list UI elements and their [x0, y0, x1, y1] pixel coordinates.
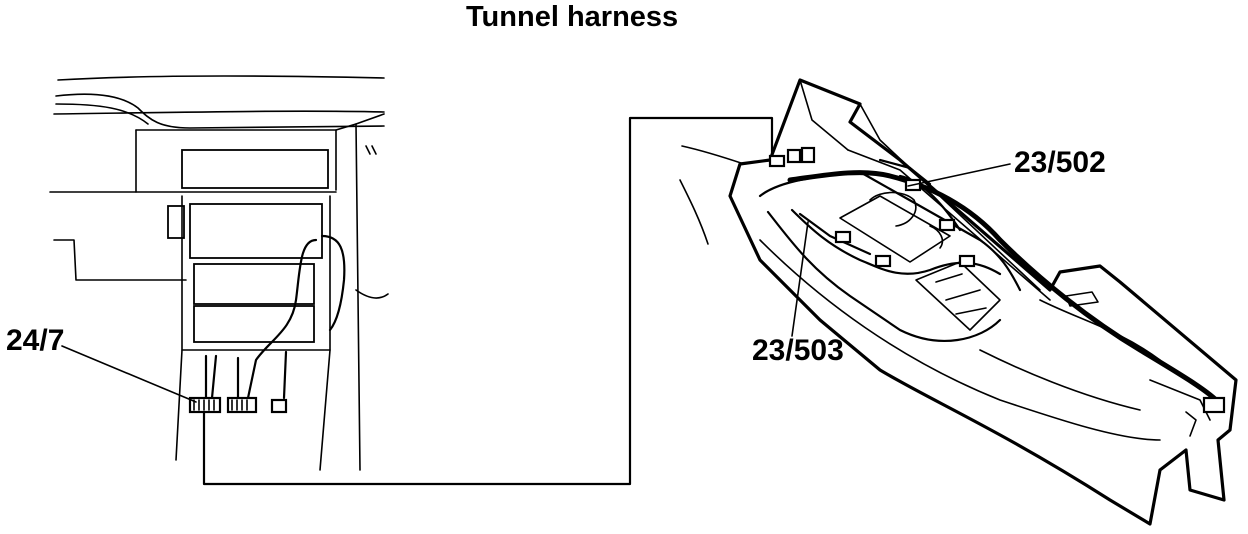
dashboard-upper-contour — [55, 93, 385, 129]
leader-line-24-7 — [61, 345, 197, 403]
front-connector-1 — [768, 154, 786, 168]
rear-connector-lead — [1185, 411, 1197, 437]
rear-connector — [1202, 396, 1226, 414]
dash-wire-4 — [210, 354, 218, 400]
dash-lower-left — [53, 239, 187, 281]
pillar-top — [355, 113, 385, 125]
console-lower-sweep — [759, 239, 1161, 441]
console-panel-3 — [193, 263, 315, 305]
dashboard-illustration — [49, 75, 389, 471]
harness-branch-4 — [878, 158, 932, 186]
dash-wire-6 — [282, 350, 288, 400]
dash-wire-1 — [246, 238, 318, 400]
floor-line-2 — [679, 179, 709, 245]
shift-area — [839, 195, 951, 263]
console-outline — [728, 78, 1238, 526]
console-panel-1 — [181, 149, 329, 189]
console-switch — [167, 205, 185, 239]
console-front-edge — [799, 79, 849, 151]
pillar-curve — [355, 289, 389, 299]
front-connector-2 — [786, 148, 802, 164]
dash-wire-2 — [320, 234, 346, 332]
console-tray-lower — [766, 210, 1002, 342]
pillar-marks — [365, 145, 377, 155]
center-console-illustration — [679, 78, 1238, 526]
shift-detail — [929, 225, 944, 249]
connector-dash-2-pins — [231, 399, 248, 411]
harness-branch-2 — [798, 212, 872, 256]
connector-dash-3 — [270, 398, 288, 414]
connector-23-503 — [834, 230, 852, 244]
leader-line-23-502 — [907, 163, 1011, 187]
dashboard-contour-2 — [55, 103, 149, 125]
tunnel-harness-route — [202, 116, 774, 486]
tunnel-hatch — [935, 273, 987, 315]
floor-line-1 — [681, 145, 745, 165]
dashboard-contour-3 — [53, 110, 385, 115]
callout-label-24-7: 24/7 — [6, 324, 65, 357]
console-panel-4 — [193, 305, 315, 343]
console-right-edge — [335, 123, 361, 471]
callout-label-23-502: 23/502 — [1014, 146, 1106, 179]
dashboard-top-edge — [57, 75, 385, 81]
connector-harness-3 — [938, 218, 956, 232]
tunnel-recess — [915, 261, 1001, 331]
leader-line-23-503 — [791, 221, 809, 337]
connector-harness-2 — [874, 254, 892, 268]
front-connector-3 — [800, 146, 816, 164]
console-panel-2 — [189, 203, 323, 259]
console-side-crease — [979, 349, 1141, 411]
connector-harness-4 — [958, 254, 976, 268]
diagram-title: Tunnel harness — [466, 1, 679, 33]
console-upper-rail — [859, 103, 1041, 291]
connector-24-7-pins — [193, 399, 215, 411]
rear-face-edge — [1149, 379, 1211, 421]
callout-label-23-503: 23/503 — [752, 334, 844, 367]
shift-knob — [869, 191, 917, 227]
harness-main-trunk — [787, 170, 1223, 407]
